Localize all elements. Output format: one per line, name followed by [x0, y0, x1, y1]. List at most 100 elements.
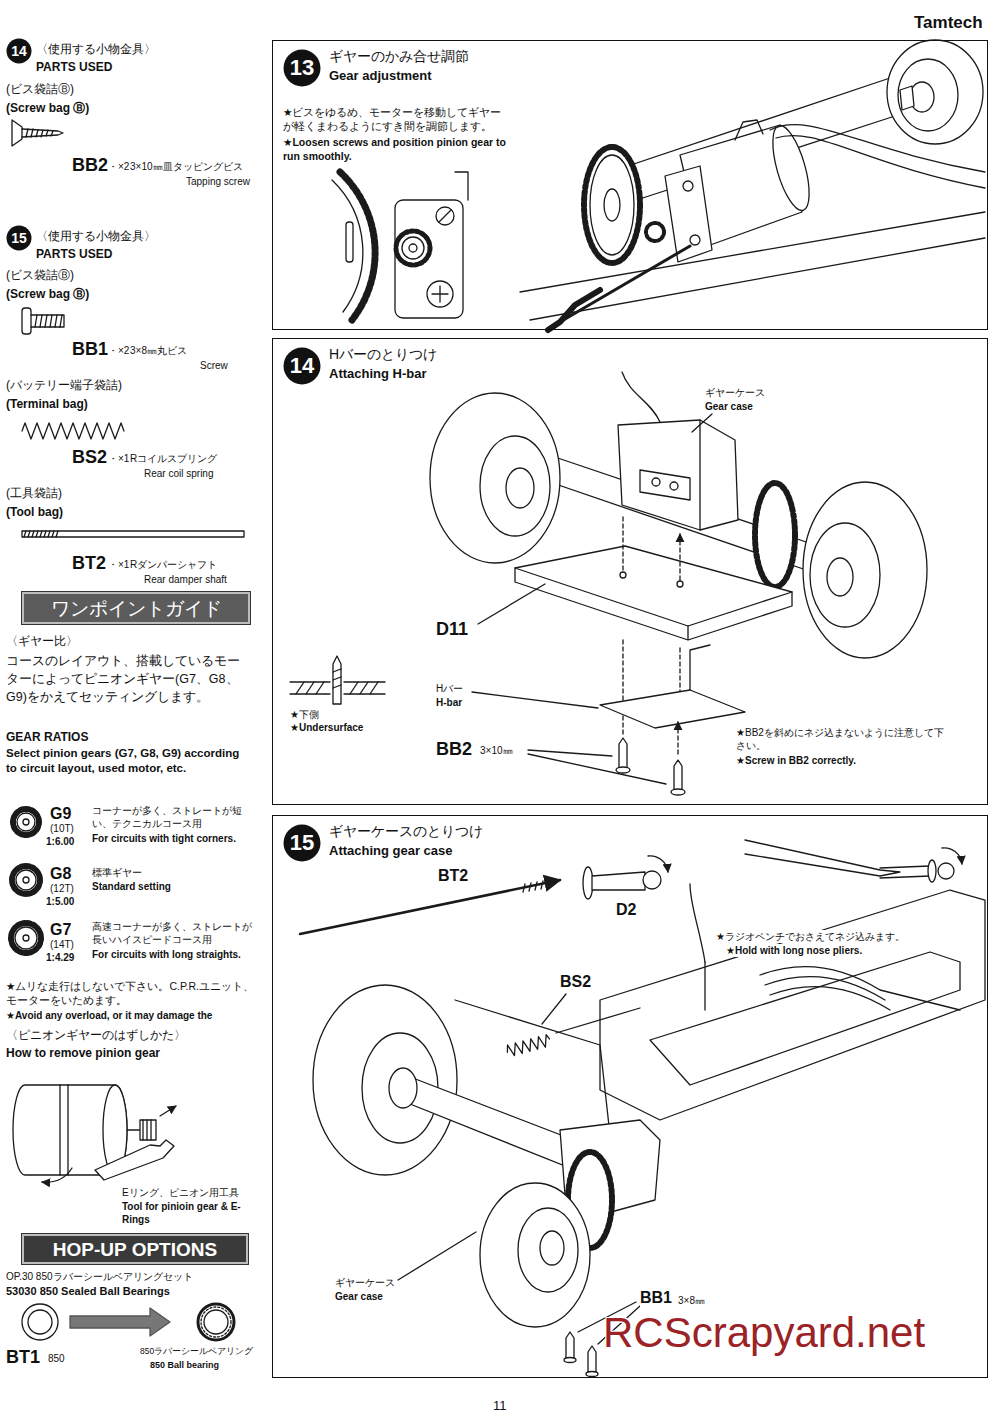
step-circle-shape — [284, 50, 321, 87]
note-text: 高速コーナーが多く、ストレートが長いハイスピードコース用 — [92, 920, 252, 946]
step-circle-shape — [7, 39, 32, 64]
caption-text: ★Avoid any overload, or it may damage th… — [6, 1009, 212, 1022]
caption-text: 3×10㎜皿タッピングビス — [130, 160, 243, 173]
note-text: Select pinion gears (G7, G8, G9) accordi… — [6, 746, 250, 776]
step-number-text: 14 — [11, 44, 27, 58]
caption-text: (Screw bag Ⓑ) — [6, 101, 89, 117]
motor-drawing — [13, 1085, 176, 1182]
caption-text: 850ラバーシールベアリング — [140, 1346, 253, 1357]
caption-text: Rコイルスプリング — [130, 452, 217, 465]
caption-text: ★Hold with long nose pliers. — [726, 944, 862, 957]
caption-text: Hバー — [436, 682, 463, 695]
gear-adjustment-drawing — [520, 40, 985, 330]
step-number: 15 — [6, 225, 32, 251]
caption-text: ★Undersurface — [290, 721, 363, 734]
note-text: コーナーが多く、ストレートが短い、テクニカルコース用 — [92, 804, 252, 830]
gear-case-drawing — [300, 840, 985, 1377]
caption-text: 標準ギヤー — [92, 866, 142, 879]
band-title: ワンポイントガイド — [51, 599, 222, 618]
caption-text: Rear coil spring — [144, 467, 213, 480]
note-text: For circuits with long straights. — [92, 948, 252, 961]
caption-text: 11 — [493, 1398, 507, 1415]
caption-text: 〈ギヤー比〉 — [6, 634, 78, 650]
caption-text: (ビス袋詰Ⓑ) — [6, 268, 74, 284]
section-band: HOP-UP OPTIONS — [22, 1234, 248, 1264]
caption-text: ★下側 — [290, 708, 319, 721]
part-code: BS2 — [560, 972, 591, 993]
step-heading: ★ビスをゆるめ、モーターを移動してギヤーが軽くまわるようにすき間を調節します。 — [283, 105, 511, 133]
step-heading: Attaching gear case — [329, 842, 453, 860]
step-number: 15 — [283, 824, 321, 862]
caption-text: ・×1 — [108, 452, 129, 465]
caption-text: Eリング、ピニオン用工具 — [122, 1186, 239, 1199]
step-heading: Attaching H-bar — [329, 365, 427, 383]
step-number-text: 15 — [11, 231, 27, 245]
gear-icon — [11, 809, 41, 953]
part-code: BT2 — [72, 552, 106, 575]
caption-text: Rear damper shaft — [144, 573, 227, 586]
note-text: For circuits with tight corners. — [92, 832, 252, 845]
step-panel: ギヤーのかみ合せ調節Gear adjustment★ビスをゆるめ、モーターを移動… — [272, 40, 988, 330]
note-text: ★ムリな走行はしないで下さい。C.P.R.ユニット、モーターをいためます。 — [6, 980, 254, 1007]
caption-text: 3×8㎜ — [678, 1294, 705, 1307]
round-screw — [22, 308, 64, 334]
step-heading: Hバーのとりつけ — [329, 345, 437, 364]
part-code: BT1 — [6, 1346, 40, 1369]
band-title: HOP-UP OPTIONS — [53, 1240, 217, 1259]
step-number-text: 13 — [290, 57, 314, 79]
caption-text: ・×1 — [108, 558, 129, 571]
step-heading: ★Loosen screws and position pinion gear … — [283, 135, 511, 163]
note-text: Tool for pinioin gear & E-Rings — [122, 1200, 252, 1226]
caption-text: PARTS USED — [36, 60, 112, 76]
caption-text: Screw — [200, 359, 228, 372]
gear-mesh-inset — [332, 172, 468, 320]
caption-text: (10T) — [50, 822, 74, 835]
caption-text: (14T) — [50, 938, 74, 951]
part-code: D11 — [436, 618, 468, 641]
step-number: 14 — [283, 347, 321, 385]
step-circle — [6, 225, 32, 251]
caption-text: 850 — [48, 1352, 65, 1365]
step-circle — [6, 38, 32, 64]
caption-text: Rダンパーシャフト — [130, 558, 217, 571]
coil-spring — [22, 423, 124, 439]
caption-text: ★ラジオペンチでおさえてネジ込みます。 — [716, 930, 905, 943]
caption-text: (Screw bag Ⓑ) — [6, 287, 89, 303]
caption-text: 3×10㎜ — [480, 744, 513, 757]
caption-text: (ビス袋詰Ⓑ) — [6, 82, 74, 98]
caption-text: 1:6.00 — [46, 835, 74, 848]
step-heading: ギヤーのかみ合せ調節 — [329, 47, 469, 66]
damper-shaft — [22, 531, 244, 537]
part-code: BB1 — [640, 1288, 672, 1309]
step-circle-shape — [284, 825, 321, 862]
part-code: D2 — [616, 900, 636, 921]
caption-text: Tapping screw — [186, 175, 250, 188]
caption-text: GEAR RATIOS — [6, 730, 88, 746]
brand-name: Tamtech — [914, 12, 983, 34]
step-circle — [283, 347, 321, 385]
caption-text: H-bar — [436, 696, 462, 709]
caption-text: ギヤーケース — [335, 1276, 395, 1289]
caption-text: ギヤーケース — [705, 386, 765, 399]
caption-text: Gear case — [335, 1290, 383, 1303]
part-code: BS2 — [72, 446, 107, 469]
step-circle — [283, 824, 321, 862]
caption-text: (バッテリー端子袋詰) — [6, 378, 122, 394]
caption-text: 53030 850 Sealed Ball Bearings — [6, 1284, 170, 1298]
undersurface-detail — [290, 656, 385, 704]
caption-text: OP.30 850ラバーシールベアリングセット — [6, 1270, 193, 1283]
caption-text: (工具袋詰) — [6, 486, 62, 502]
part-code: BT2 — [438, 866, 468, 887]
part-code: BB2 — [436, 738, 472, 761]
step-number: 13 — [283, 49, 321, 87]
caption-text: ★Screw in BB2 correctly. — [736, 754, 856, 767]
part-code: BB1 — [72, 338, 108, 361]
caption-text: ・×2 — [108, 160, 129, 173]
part-code: BB2 — [72, 154, 108, 177]
step-number: 14 — [6, 38, 32, 64]
caption-text: How to remove pinion gear — [6, 1046, 160, 1062]
step-circle-shape — [284, 348, 321, 385]
caption-text: 3×8㎜丸ビス — [130, 344, 187, 357]
step-number-text: 14 — [290, 355, 314, 377]
